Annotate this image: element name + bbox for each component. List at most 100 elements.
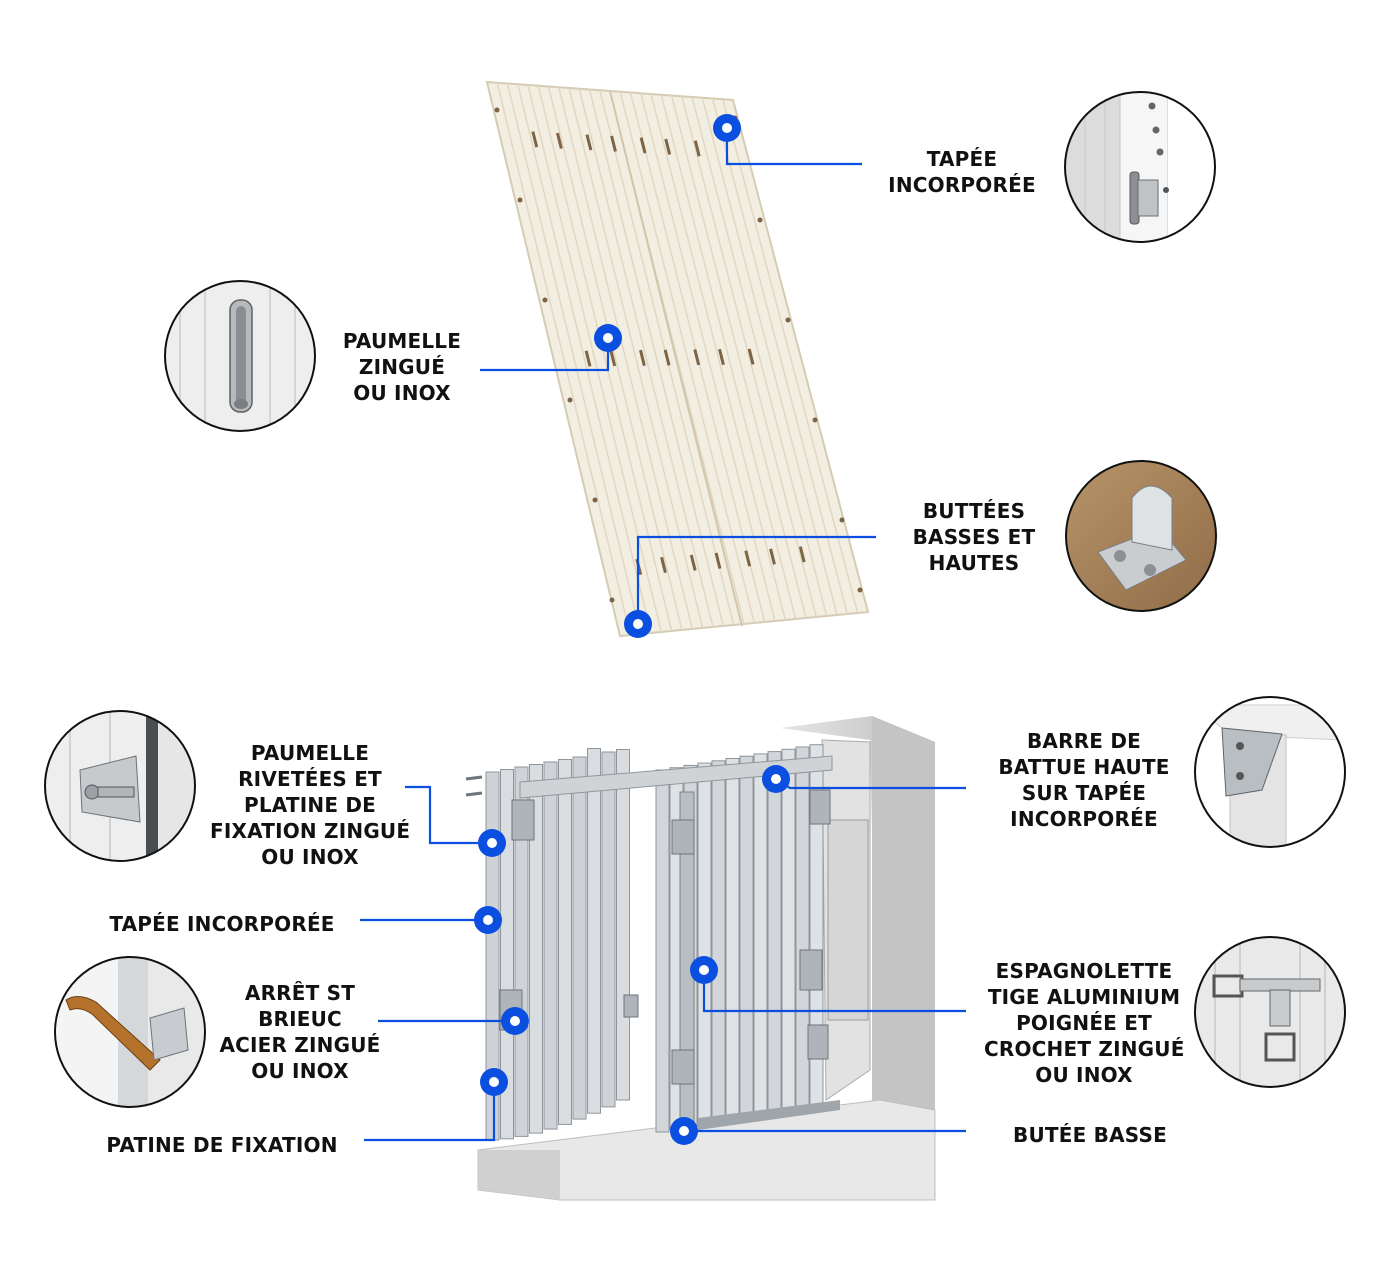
label-line: RIVETÉES ET — [238, 767, 382, 791]
panel-hole — [839, 517, 845, 523]
panel-slot — [585, 134, 593, 151]
gate-board-left — [587, 748, 601, 1114]
gate-board-right — [739, 755, 754, 1121]
panel-hole — [567, 397, 573, 403]
panel-groove — [619, 91, 756, 624]
panel-groove — [517, 84, 652, 634]
gate-assembly — [465, 716, 936, 1201]
panel-slot — [769, 548, 776, 565]
panel-groove — [660, 94, 797, 620]
panel-slot — [693, 349, 701, 366]
callout-marker-center — [483, 915, 493, 925]
gate-board-left — [558, 759, 572, 1125]
label-line: ESPAGNOLETTE — [995, 959, 1173, 983]
gate-board-left — [500, 769, 514, 1140]
gate-board-left — [572, 756, 587, 1120]
gate-board-left — [529, 764, 543, 1134]
panel-hole — [517, 197, 523, 203]
panel-slot — [584, 350, 592, 367]
gate-board-right — [655, 769, 670, 1133]
label-line: CROCHET ZINGUÉ — [984, 1037, 1185, 1061]
label-patine: PATINE DE FIXATION — [100, 1132, 344, 1158]
gate-board-right — [795, 746, 810, 1113]
callout-marker-center — [510, 1016, 520, 1026]
panel-groove — [558, 87, 694, 630]
panel-groove — [506, 83, 642, 635]
gate-board-right — [697, 762, 712, 1127]
gate-board-left — [543, 761, 558, 1130]
panel-slot — [531, 131, 539, 148]
label-tapee-bottom: TAPÉE INCORPORÉE — [100, 911, 344, 937]
panel-hole — [542, 297, 548, 303]
panel-groove — [650, 93, 787, 621]
panel-slot — [639, 137, 647, 154]
gate-board-right — [781, 748, 796, 1115]
label-line: BARRE DE — [1026, 729, 1141, 753]
gate-board-left — [514, 766, 529, 1137]
callout-markers — [474, 114, 790, 1145]
gate-board-left — [601, 751, 616, 1108]
label-line: PATINE DE FIXATION — [106, 1133, 338, 1157]
leader-buttees — [636, 535, 876, 624]
panel-slot — [798, 546, 806, 563]
label-line: BRIEUC — [258, 1007, 342, 1031]
label-line: ZINGUÉ — [358, 355, 446, 379]
panel-slot — [610, 135, 617, 152]
panel-groove — [691, 96, 828, 617]
panel-slot — [718, 348, 725, 366]
label-line: INCORPORÉE — [1010, 807, 1158, 831]
panel-slot — [664, 138, 672, 155]
label-line: TAPÉE INCORPORÉE — [109, 912, 335, 936]
callout-marker-center — [679, 1126, 689, 1136]
label-line: OU INOX — [1035, 1063, 1133, 1087]
label-line: BASSES ET — [912, 525, 1036, 549]
callout-marker-center — [771, 774, 781, 784]
label-line: SUR TAPÉE — [1021, 781, 1147, 805]
panel-groove — [681, 96, 818, 618]
label-line: ACIER ZINGUÉ — [219, 1033, 381, 1057]
shutter-panel-top — [485, 80, 870, 638]
callout-marker-center — [603, 333, 613, 343]
panel-groove — [722, 99, 859, 614]
label-line: FIXATION ZINGUÉ — [210, 819, 411, 843]
label-line: BATTUE HAUTE — [998, 755, 1170, 779]
tapee-detail-icon — [1064, 91, 1216, 243]
panel-slot — [660, 556, 667, 574]
label-line: HAUTES — [928, 551, 1020, 575]
panel-groove — [527, 84, 663, 633]
label-line: INCORPORÉE — [888, 173, 1036, 197]
panel-hole — [785, 317, 791, 323]
label-line: TAPÉE — [926, 147, 998, 171]
gate-board-right — [767, 751, 782, 1117]
panel-hole — [857, 587, 863, 593]
label-line: BUTTÉES — [922, 499, 1026, 523]
battue-bracket-detail-icon — [1194, 696, 1346, 848]
panel-groove — [640, 93, 776, 622]
panel-groove — [537, 85, 673, 632]
arret-latch-detail-icon — [54, 956, 206, 1108]
gate-board-right — [725, 758, 740, 1123]
panel-hole — [812, 417, 818, 423]
panel-groove — [496, 82, 632, 636]
gate-board-right — [711, 760, 726, 1125]
panel-slot — [663, 349, 671, 366]
panel-slot — [693, 140, 701, 157]
label-line: OU INOX — [251, 1059, 349, 1083]
leader-patine — [364, 1082, 496, 1142]
gate-board-right — [753, 753, 768, 1119]
rivet-hinge-detail-icon — [44, 710, 196, 862]
leader-paumelle-rivetees — [405, 785, 492, 845]
espagnolette-detail-icon — [1194, 936, 1346, 1088]
label-line: TIGE ALUMINIUM — [987, 985, 1181, 1009]
label-line: PLATINE DE — [243, 793, 377, 817]
label-line: OU INOX — [261, 845, 359, 869]
label-line: OU INOX — [353, 381, 451, 405]
panel-hole — [609, 597, 615, 603]
panel-slot — [609, 350, 617, 367]
paumelle-detail-icon — [164, 280, 316, 432]
label-line: PAUMELLE — [250, 741, 370, 765]
